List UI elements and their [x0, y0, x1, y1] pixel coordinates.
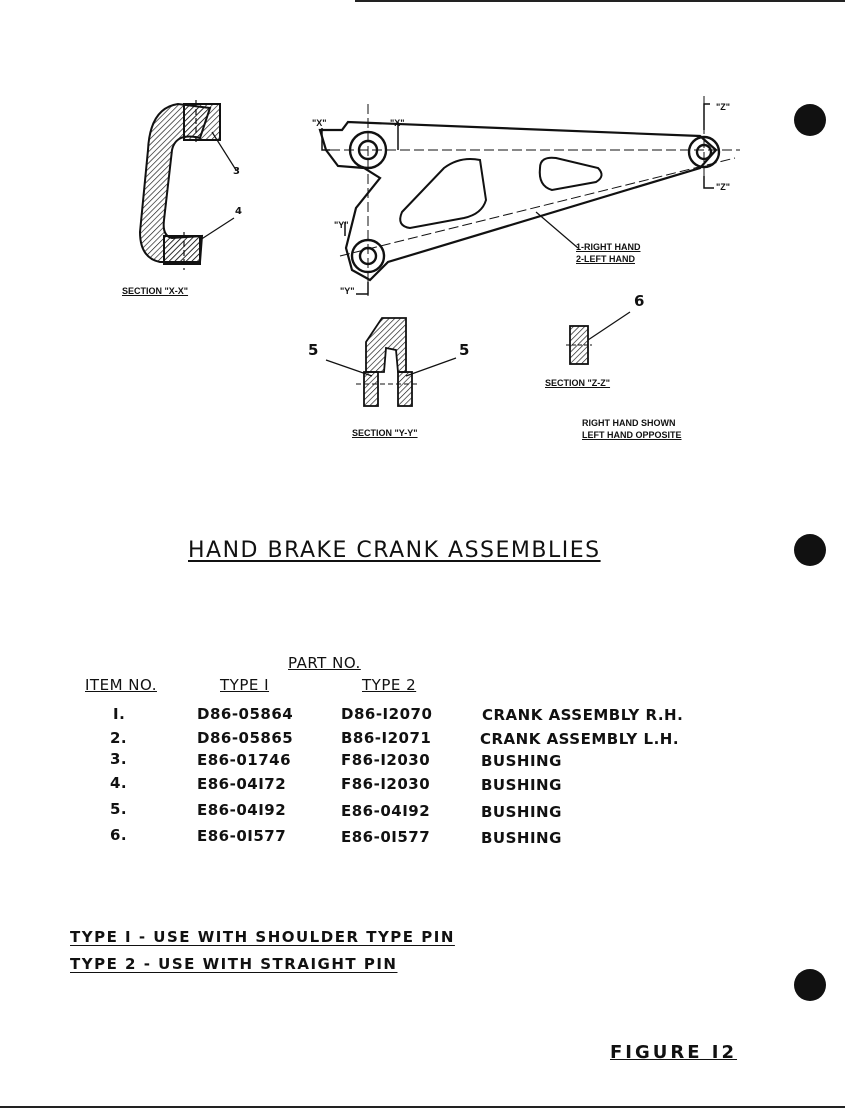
- mark-x-left: "X": [312, 118, 327, 128]
- bottom-rule: [0, 1106, 845, 1108]
- note-type-2: TYPE 2 - USE WITH STRAIGHT PIN: [70, 955, 398, 973]
- type2-cell: F86-I2030: [341, 775, 431, 793]
- description-cell: BUSHING: [481, 829, 562, 847]
- callout-5-right: 5: [459, 341, 470, 359]
- type2-cell: D86-I2070: [341, 705, 433, 723]
- mark-z-top: "Z": [716, 102, 731, 112]
- top-rule: [355, 0, 845, 2]
- item-no-header: ITEM NO.: [85, 676, 157, 694]
- description-cell: BUSHING: [481, 752, 562, 770]
- section-yy-label: SECTION "Y-Y": [352, 428, 418, 438]
- section-zz-view: [566, 311, 631, 365]
- callout-4: 4: [235, 206, 242, 217]
- description-cell: BUSHING: [481, 803, 562, 821]
- hand-label-1: 1-RIGHT HAND: [576, 242, 641, 252]
- description-cell: CRANK ASSEMBLY R.H.: [482, 706, 684, 724]
- mark-y-bottom: "Y": [340, 286, 355, 296]
- item-cell: 2.: [110, 729, 128, 747]
- callout-6: 6: [634, 292, 645, 310]
- callout-3: 3: [233, 166, 240, 177]
- mark-z-bottom: "Z": [716, 182, 731, 192]
- binder-hole-middle: [794, 534, 826, 566]
- item-cell: 6.: [110, 826, 128, 844]
- description-cell: CRANK ASSEMBLY L.H.: [480, 730, 680, 748]
- item-cell: I.: [113, 705, 126, 723]
- section-zz-label: SECTION "Z-Z": [545, 378, 611, 388]
- type1-header: TYPE I: [220, 676, 270, 694]
- description-cell: BUSHING: [481, 776, 562, 794]
- crank-drawing: [138, 96, 740, 407]
- binder-hole-bottom: [794, 969, 826, 1001]
- figure-label: FIGURE I2: [610, 1042, 738, 1063]
- type1-cell: E86-01746: [197, 751, 292, 769]
- binder-hole-top: [794, 104, 826, 136]
- type1-cell: D86-05865: [197, 729, 294, 747]
- type2-cell: B86-I2071: [341, 729, 432, 747]
- type2-cell: E86-04I92: [341, 802, 431, 820]
- type1-cell: E86-0I577: [197, 827, 287, 845]
- item-cell: 3.: [110, 750, 128, 768]
- item-cell: 4.: [110, 774, 128, 792]
- mark-x-right: "X": [390, 118, 405, 128]
- page-title: HAND BRAKE CRANK ASSEMBLIES: [188, 538, 601, 563]
- part-no-header: PART NO.: [288, 654, 361, 672]
- type2-cell: E86-0I577: [341, 828, 431, 846]
- type1-cell: E86-04I92: [197, 801, 287, 819]
- left-hand-opposite-label: LEFT HAND OPPOSITE: [582, 430, 682, 440]
- hand-label-2: 2-LEFT HAND: [576, 254, 635, 264]
- mark-y-top: "Y": [334, 220, 349, 230]
- type2-cell: F86-I2030: [341, 751, 431, 769]
- right-hand-shown-label: RIGHT HAND SHOWN: [582, 418, 676, 428]
- section-yy-view: [325, 317, 457, 407]
- type1-cell: D86-05864: [197, 705, 294, 723]
- crank-plan-view: [318, 96, 740, 300]
- section-xx-view: [138, 100, 237, 270]
- note-type-1: TYPE I - USE WITH SHOULDER TYPE PIN: [70, 928, 455, 946]
- type2-header: TYPE 2: [362, 676, 417, 694]
- item-cell: 5.: [110, 800, 128, 818]
- type1-cell: E86-04I72: [197, 775, 287, 793]
- callout-5-left: 5: [308, 341, 319, 359]
- section-xx-label: SECTION "X-X": [122, 286, 189, 296]
